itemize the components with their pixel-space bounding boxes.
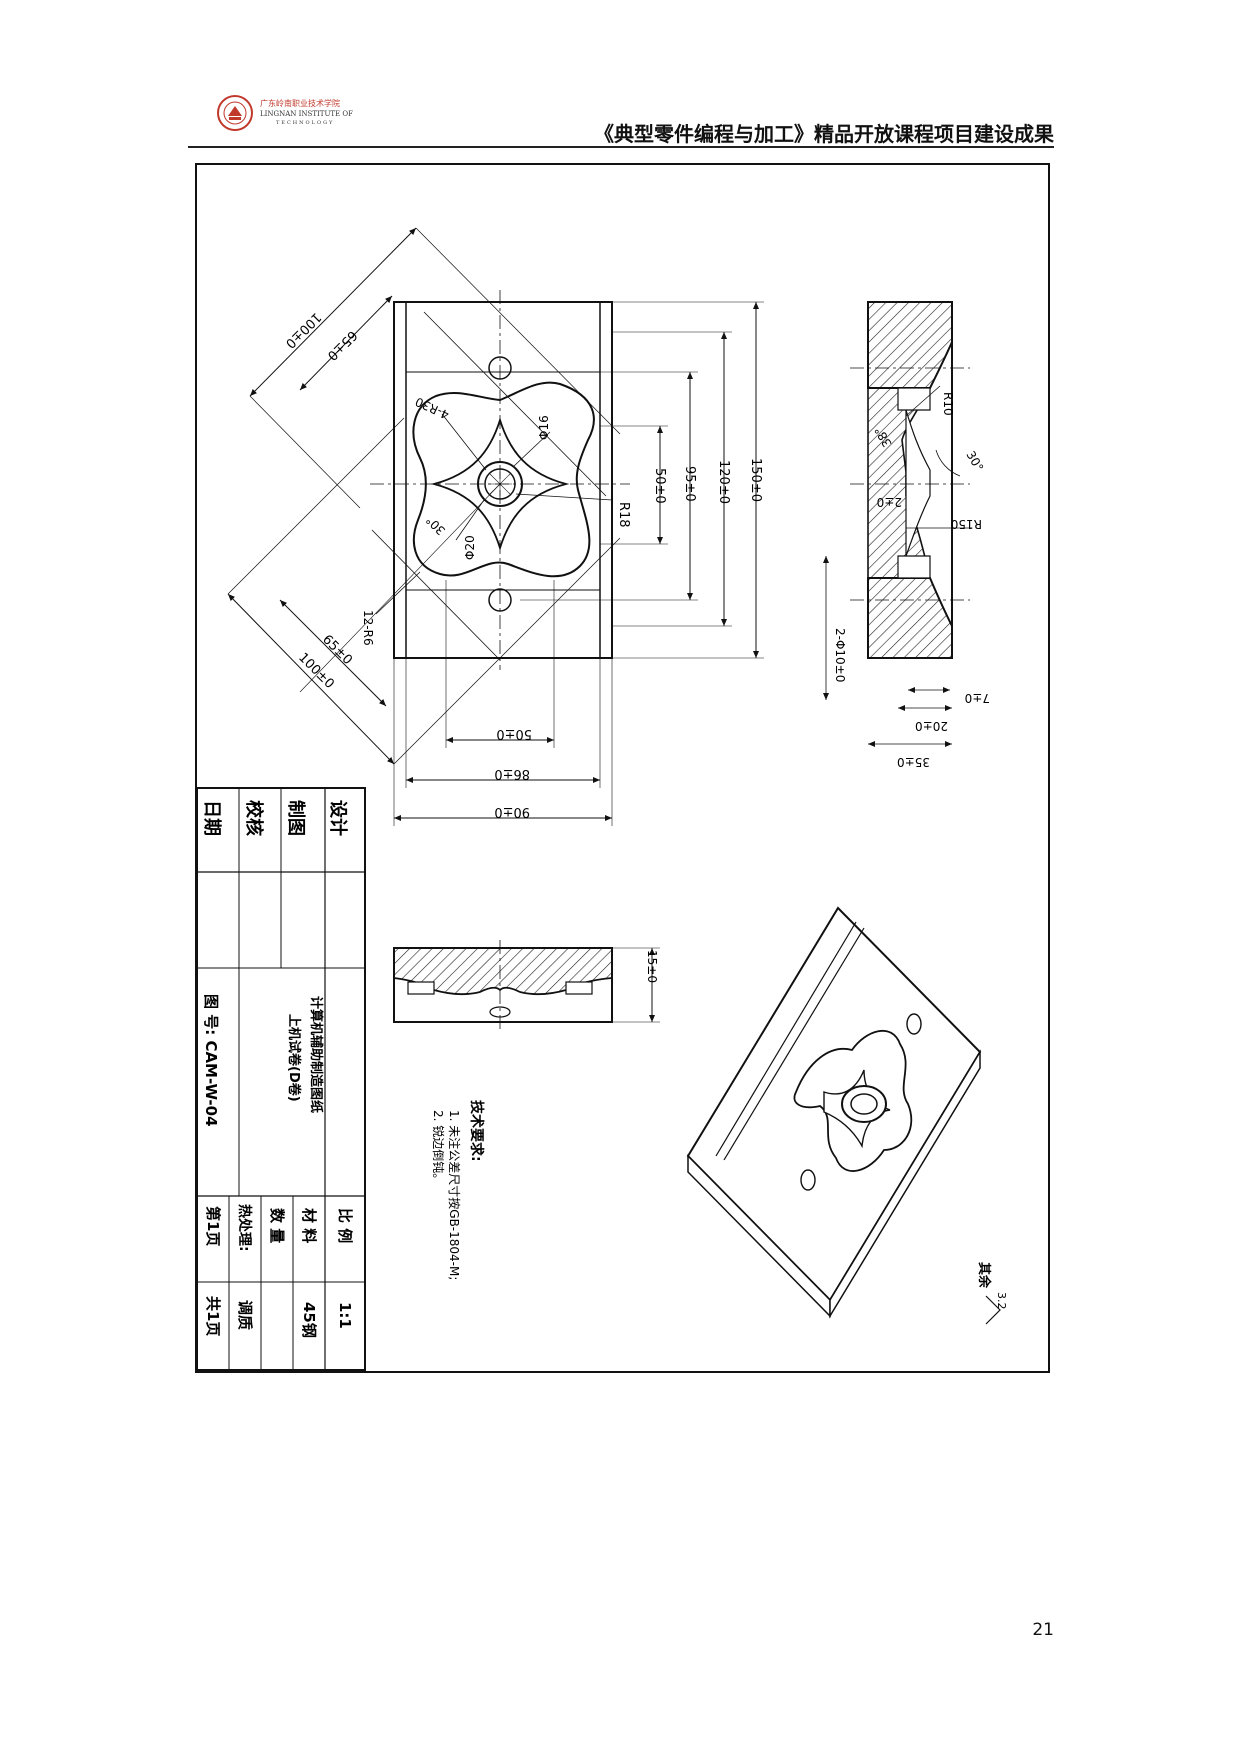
- tech-req-item-1: 1. 未注公差尺寸按GB-1804-M;: [447, 1110, 462, 1280]
- institute-logo: 广东岭南职业技术学院 LINGNAN INSTITUTE OF TECHNOLO…: [216, 94, 356, 134]
- tb-heat-value: 调质: [236, 1300, 254, 1330]
- center-bore-outer: [477, 461, 523, 507]
- dim-20: 20±0: [915, 719, 948, 733]
- tech-req-title: 技术要求:: [468, 1100, 485, 1162]
- dim-r10: R10: [941, 392, 955, 416]
- tb-drawing-number: 图 号: CAM-W-04: [202, 994, 220, 1127]
- dim-12-r6: 12-R6: [361, 610, 375, 646]
- lobed-pocket: [412, 381, 595, 578]
- dim-30-section: 30°: [963, 449, 986, 474]
- front-section-view: [393, 940, 613, 1030]
- mount-hole-bottom: [488, 588, 512, 612]
- dim-65-top: 65±0: [324, 327, 360, 363]
- dim-7: 7±0: [965, 691, 990, 705]
- star-pocket: [430, 416, 570, 552]
- dim-150-vertical: 150±0: [748, 458, 763, 502]
- tb-part-name-2: 上机试卷(D卷): [286, 1014, 302, 1102]
- roughness-label: 其余: [976, 1262, 992, 1289]
- institute-seal-icon: [217, 95, 253, 131]
- dim-95-vertical: 95±0: [682, 466, 697, 502]
- dim-phi16: Φ16: [537, 415, 551, 440]
- tb-check-label: 校核: [243, 800, 265, 836]
- center-bore-inner: [484, 468, 516, 500]
- logo-name-en-2: TECHNOLOGY: [276, 120, 335, 126]
- dim-120-vertical: 120±0: [716, 460, 731, 504]
- dim-30-plan: 30°: [423, 513, 448, 538]
- side-section-view: [850, 301, 970, 659]
- tb-material-label: 材 料: [300, 1208, 318, 1243]
- roughness-value: 3.2: [995, 1292, 1008, 1310]
- header-divider: [188, 146, 1054, 148]
- plan-view: [299, 290, 630, 693]
- dim-2: 2±0: [877, 495, 902, 509]
- dim-100-top: 100±0: [282, 309, 324, 351]
- title-block: [196, 787, 366, 1371]
- page-number: 21: [1032, 1620, 1054, 1640]
- dim-15: 15±0: [645, 950, 659, 983]
- dim-2-phi10: 2-Φ10±0: [833, 628, 847, 682]
- dim-50-horizontal: 50±0: [496, 726, 532, 741]
- page-header-title: 《典型零件编程与加工》精品开放课程项目建设成果: [594, 122, 1054, 146]
- dim-65-bottom: 65±0: [319, 632, 355, 668]
- tb-drafting-label: 制图: [285, 800, 306, 836]
- logo-name-cn: 广东岭南职业技术学院: [260, 99, 340, 108]
- dim-50-vertical: 50±0: [652, 468, 667, 504]
- tb-sheet-number: 第1页: [204, 1206, 222, 1246]
- isometric-view: [686, 906, 982, 1319]
- dim-86-horizontal: 86±0: [494, 766, 530, 781]
- drawing-frame: [195, 163, 1050, 1373]
- tb-scale-label: 比 例: [336, 1208, 354, 1243]
- roughness-symbol-icon: [985, 1295, 1001, 1325]
- dim-phi20: Φ20: [463, 535, 477, 560]
- logo-name-en: LINGNAN INSTITUTE OF: [260, 110, 353, 118]
- dim-r150: R150: [951, 517, 982, 531]
- dim-35: 35±0: [897, 755, 930, 769]
- tb-part-name-1: 计算机辅助制造图纸: [308, 996, 324, 1113]
- tb-total-sheets: 共1页: [204, 1296, 222, 1336]
- dim-r18: R18: [616, 502, 631, 528]
- tb-material-value: 45钢: [300, 1302, 318, 1338]
- tb-scale-value: 1:1: [336, 1302, 354, 1329]
- tech-req-item-2: 2. 锐边倒钝。: [431, 1110, 445, 1185]
- engineering-drawing: 100±0 65±0 65±0 100±0 4-R30 Φ16 Φ20 30° …: [195, 163, 1050, 1373]
- tb-date-label: 日期: [201, 800, 222, 836]
- mount-hole-top: [488, 356, 512, 380]
- tb-design-label: 设计: [327, 800, 349, 836]
- dim-90-horizontal: 90±0: [494, 804, 530, 819]
- tb-heat-label: 热处理:: [236, 1204, 253, 1252]
- tb-quantity-label: 数 量: [268, 1208, 286, 1243]
- dim-100-bottom: 100±0: [295, 650, 337, 692]
